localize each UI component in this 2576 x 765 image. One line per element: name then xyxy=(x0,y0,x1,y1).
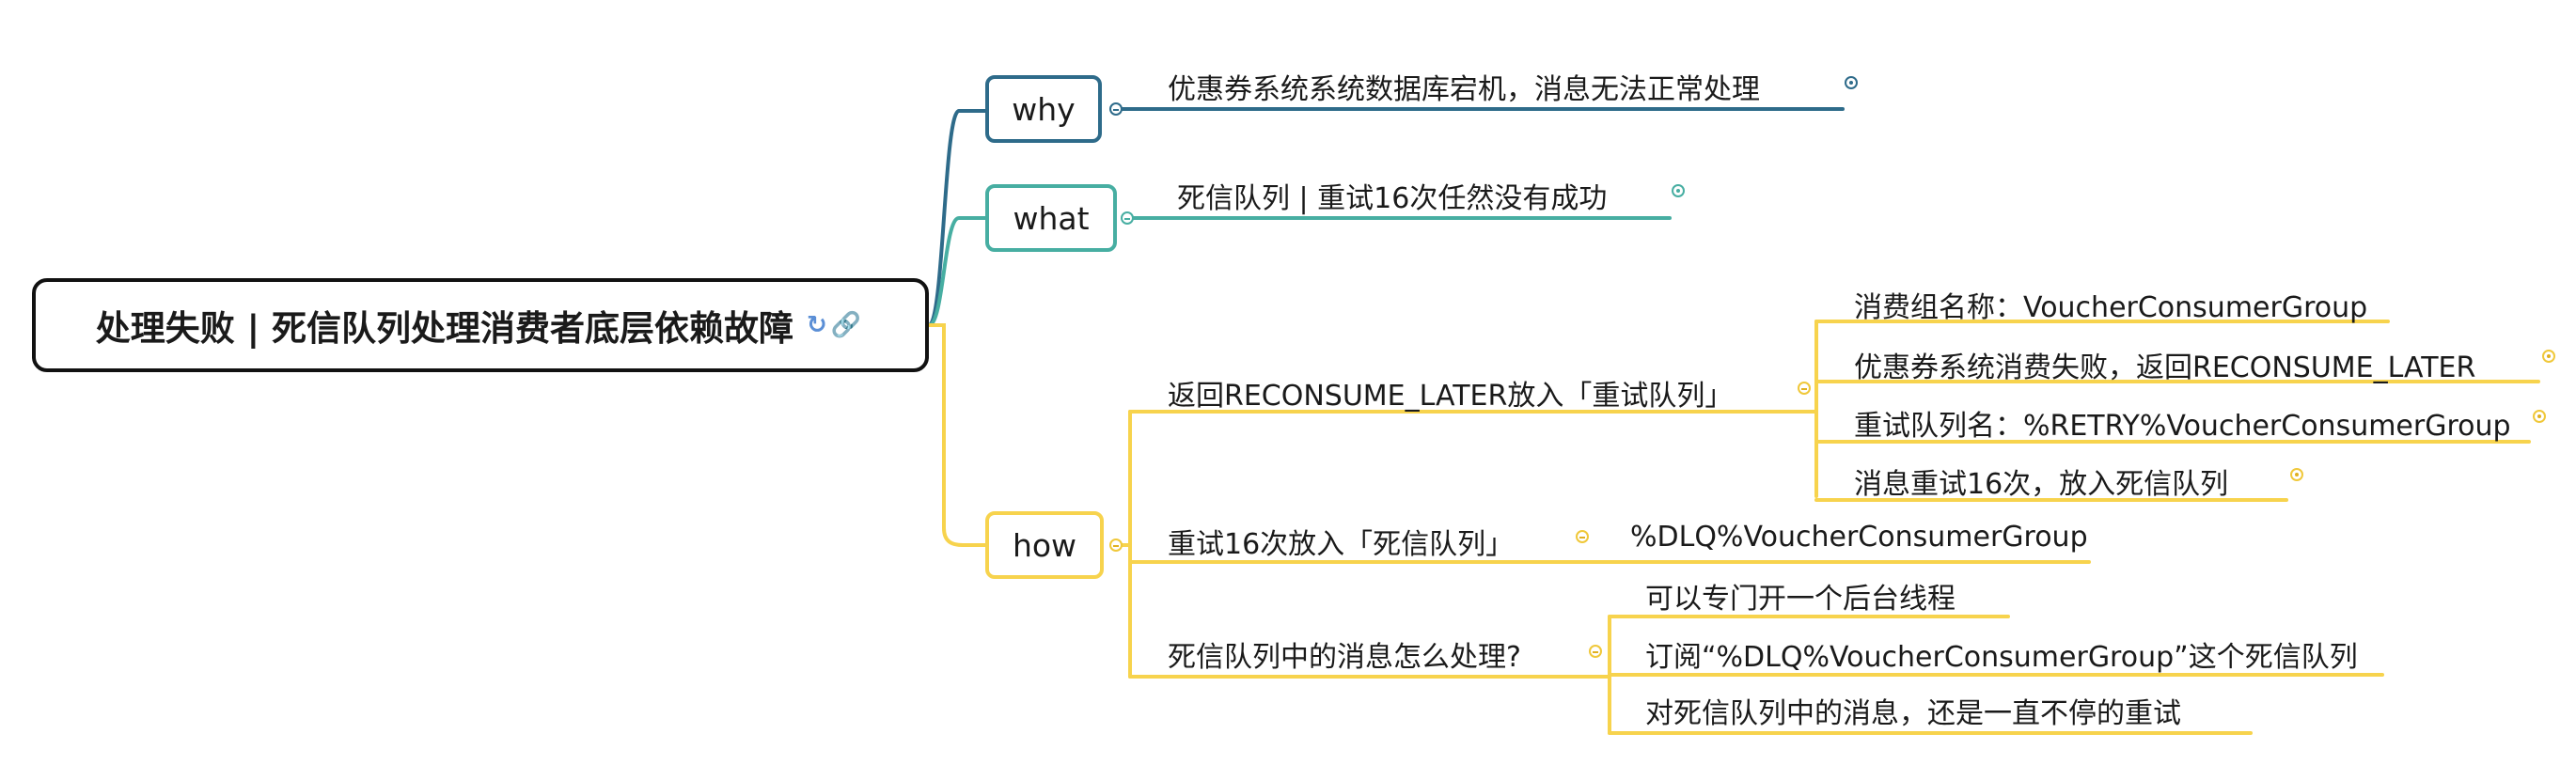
branch-what[interactable]: what xyxy=(985,184,1117,252)
collapse-toggle-how-item-3[interactable] xyxy=(1589,645,1602,658)
how-item-1[interactable]: 返回RECONSUME_LATER放入「重试队列」 xyxy=(1168,380,1734,413)
how-item-3-child-2[interactable]: 订阅“%DLQ%VoucherConsumerGroup”这个死信队列 xyxy=(1645,641,2358,674)
root-title: 处理失败 | 死信队列处理消费者底层依赖故障 xyxy=(95,308,794,349)
how-item-1-child-1[interactable]: 消费组名称：VoucherConsumerGroup xyxy=(1854,291,2368,324)
connector-root-what xyxy=(927,216,989,327)
collapse-toggle-what[interactable] xyxy=(1121,211,1134,225)
link-icon[interactable]: 🔗 xyxy=(830,311,866,339)
how-item-1-child-4[interactable]: 消息重试16次，放入死信队列 xyxy=(1854,468,2229,501)
branch-why[interactable]: why xyxy=(985,75,1102,143)
root-icons: ↻🔗 xyxy=(807,311,865,339)
collapse-toggle-why[interactable] xyxy=(1109,102,1123,116)
branch-why-label: why xyxy=(1012,90,1076,128)
how-item-3-child-1[interactable]: 可以专门开一个后台线程 xyxy=(1645,583,1956,616)
what-item-1[interactable]: 死信队列 | 重试16次任然没有成功 xyxy=(1177,182,1608,215)
how-item-2-child-1[interactable]: %DLQ%VoucherConsumerGroup xyxy=(1630,521,2088,554)
note-marker-icon[interactable] xyxy=(2542,350,2555,363)
branch-what-label: what xyxy=(1013,199,1090,237)
connector-root-how xyxy=(927,323,989,547)
note-marker-icon[interactable] xyxy=(2533,410,2546,423)
how-item-3-child-3[interactable]: 对死信队列中的消息，还是一直不停的重试 xyxy=(1645,697,2181,730)
connector-root-why xyxy=(927,109,989,327)
note-marker-icon[interactable] xyxy=(2290,468,2303,481)
how-item-3[interactable]: 死信队列中的消息怎么处理? xyxy=(1168,641,1521,674)
refresh-icon[interactable]: ↻ xyxy=(807,311,831,339)
how-item-2[interactable]: 重试16次放入「死信队列」 xyxy=(1168,528,1515,561)
how-item-1-child-3[interactable]: 重试队列名：%RETRY%VoucherConsumerGroup xyxy=(1854,410,2511,443)
collapse-toggle-how-item-2[interactable] xyxy=(1576,530,1589,543)
note-marker-icon[interactable] xyxy=(1845,76,1858,89)
branch-how[interactable]: how xyxy=(985,511,1104,579)
how-item-1-child-2[interactable]: 优惠券系统消费失败，返回RECONSUME_LATER xyxy=(1854,351,2476,384)
note-marker-icon[interactable] xyxy=(1672,184,1685,197)
collapse-toggle-how[interactable] xyxy=(1109,539,1123,552)
why-item-1[interactable]: 优惠券系统系统数据库宕机，消息无法正常处理 xyxy=(1168,73,1760,106)
connector-item1-children-trunk xyxy=(1813,320,1818,498)
root-topic[interactable]: 处理失败 | 死信队列处理消费者底层依赖故障 ↻🔗 xyxy=(32,278,929,372)
branch-how-label: how xyxy=(1012,526,1077,564)
collapse-toggle-how-item-1[interactable] xyxy=(1798,382,1811,395)
